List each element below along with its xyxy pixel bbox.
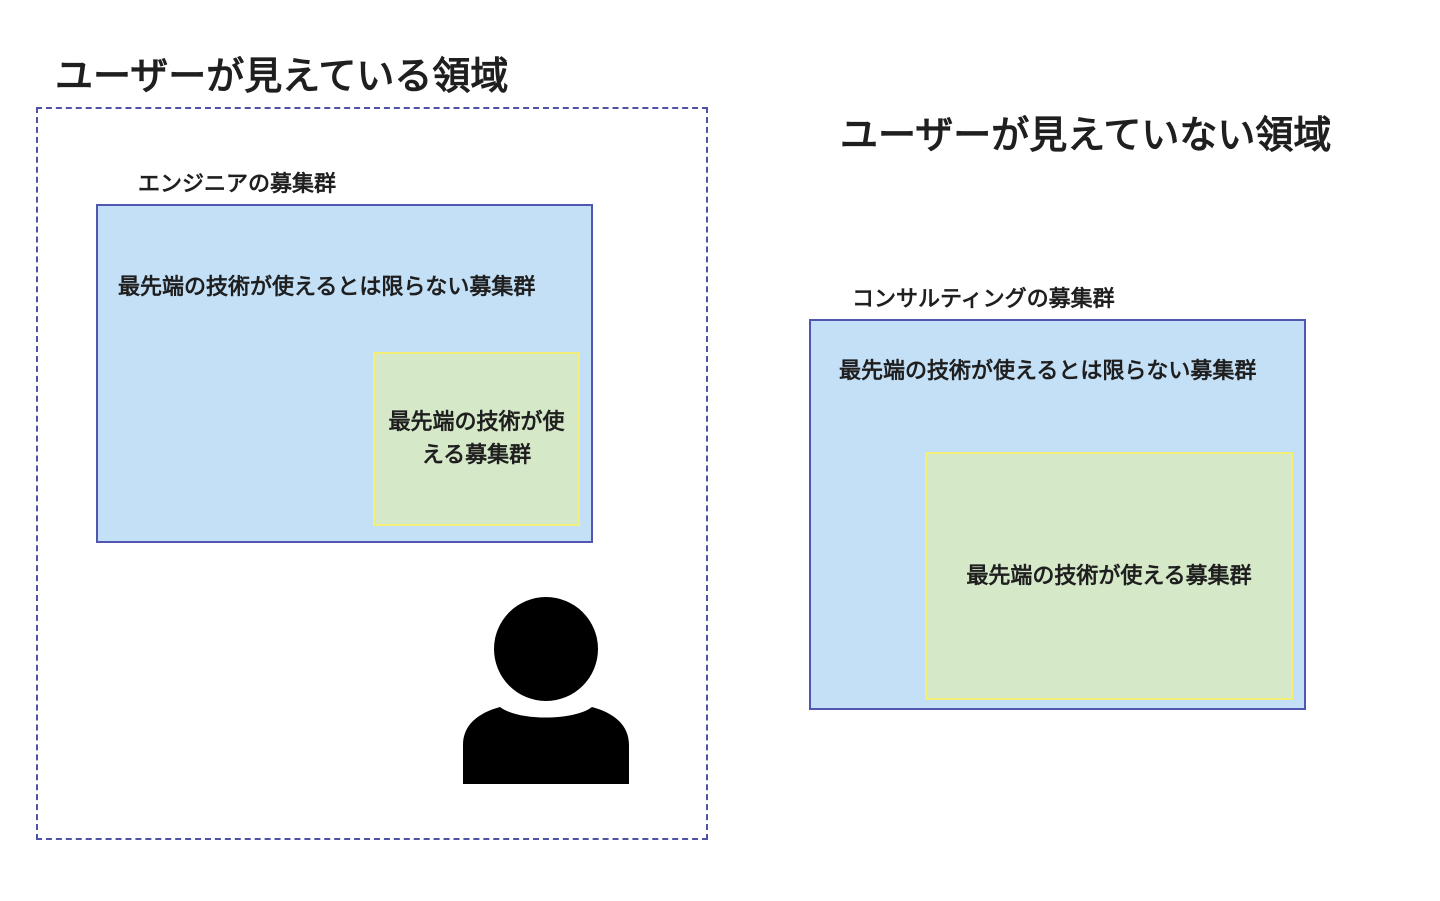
consulting-general-jobs-text: 最先端の技術が使えるとは限らない募集群: [839, 359, 1257, 384]
hidden-area-title: ユーザーが見えていない領域: [840, 113, 1332, 157]
consulting-group-label: コンサルティングの募集群: [852, 287, 1115, 312]
engineer-group-label: エンジニアの募集群: [138, 172, 337, 197]
consulting-cutting-edge-jobs-box: 最先端の技術が使える募集群: [925, 452, 1293, 700]
engineer-cutting-edge-jobs-text: 最先端の技術が使える募集群: [388, 410, 565, 468]
engineer-cutting-edge-jobs-box: 最先端の技術が使える募集群: [373, 352, 580, 526]
user-silhouette-icon: [463, 597, 629, 784]
visible-area-title: ユーザーが見えている領域: [55, 54, 509, 98]
engineer-general-jobs-text: 最先端の技術が使えるとは限らない募集群: [118, 275, 536, 300]
visible-area-boundary: [36, 107, 708, 840]
consulting-cutting-edge-jobs-text: 最先端の技術が使える募集群: [966, 563, 1252, 589]
